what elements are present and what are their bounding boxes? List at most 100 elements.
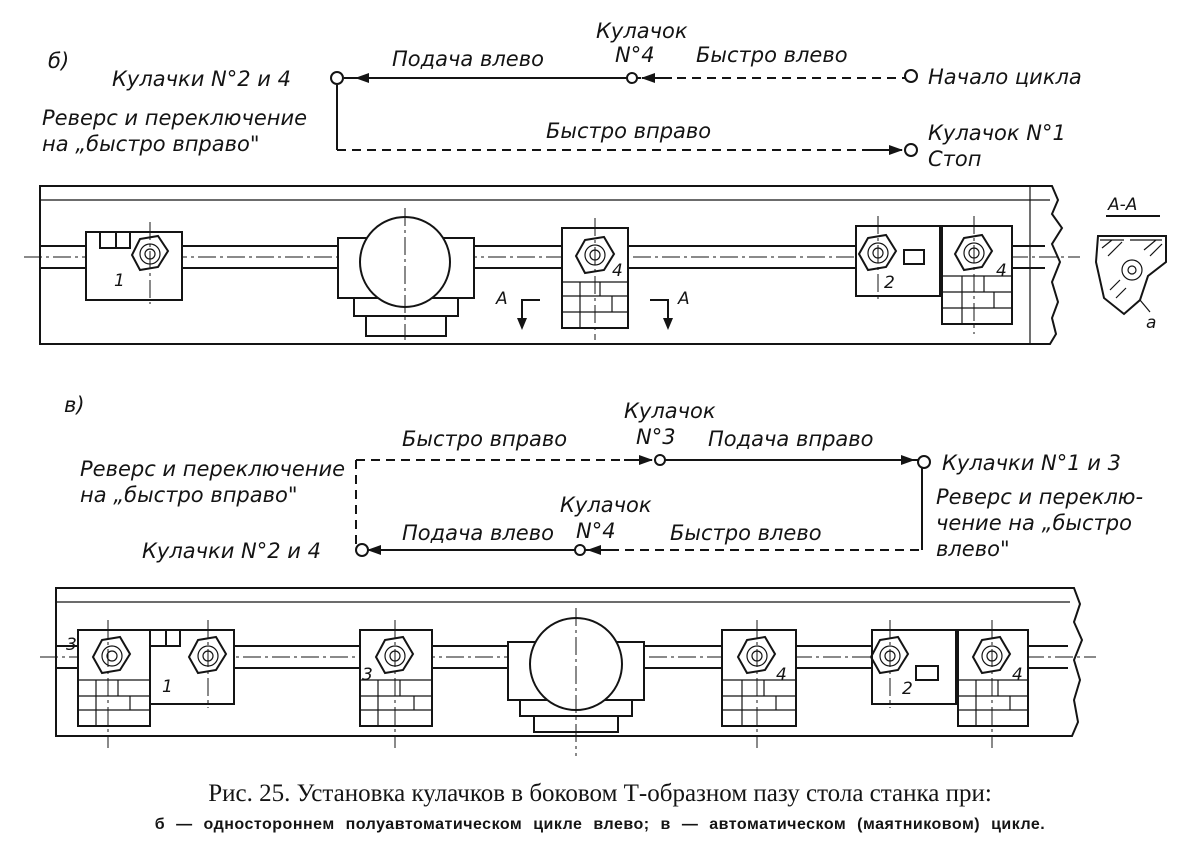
cam-3a-washer — [101, 645, 123, 667]
cam-3b-mark: 3 — [362, 665, 373, 685]
label-reverse-line1: Реверс и переключение — [42, 106, 307, 130]
dial-base-lower — [365, 315, 447, 337]
label-reverse-line2: на „быстро вправо" — [42, 132, 260, 156]
cam-4a-mark: 4 — [612, 261, 623, 281]
panel-v-cycle-scheme: Реверс и переключение на „быстро вправо"… — [80, 399, 1143, 563]
cam-4b-nut-icon — [971, 635, 1012, 675]
dial-housing — [337, 208, 475, 340]
node-cams-2-4 — [355, 543, 369, 557]
panel-b-cycle-scheme: Кулачки N°2 и 4 Подача влево Кулачок N°4… — [42, 19, 1082, 171]
node-cams-1-3 — [917, 455, 931, 469]
label-feed-left: Подача влево — [402, 521, 554, 545]
cam-4b-nut-icon — [953, 233, 994, 272]
section-bolt — [1127, 265, 1137, 275]
label-fast-right: Быстро вправо — [546, 119, 711, 143]
figure-caption-detail: б — одностороннем полуавтоматическом цик… — [154, 816, 1046, 833]
label-cams-2-4: Кулачки N°2 и 4 — [112, 67, 291, 91]
cam-1: 1 — [85, 222, 183, 304]
label-fast-left: Быстро влево — [670, 521, 822, 545]
table-outline — [55, 587, 1084, 737]
label-reverse-left-line2: на „быстро вправо" — [80, 483, 298, 507]
cam-1: 1 — [149, 620, 235, 708]
section-arrow-left-head — [517, 318, 527, 330]
cam-1-tab — [149, 629, 167, 647]
cam-4a-mark: 4 — [776, 665, 787, 685]
label-cams-2-4: Кулачки N°2 и 4 — [142, 539, 321, 563]
section-leader — [1139, 299, 1151, 313]
label-cam3-line1: Кулачок — [624, 399, 716, 423]
section-marker-a: A A — [495, 289, 690, 330]
cam-4-middle: 4 — [721, 620, 797, 748]
cam-1-tab — [99, 231, 117, 249]
node-cam-4 — [626, 72, 638, 84]
cam-4-right: 4 — [941, 216, 1013, 334]
label-stop: Стоп — [928, 147, 981, 171]
node-cycle-start — [904, 69, 918, 83]
cam-installation-diagram: б) Кулачки N°2 и 4 Подача влево Кулачок … — [24, 19, 1167, 756]
label-cams-1-3: Кулачки N°1 и 3 — [942, 451, 1121, 475]
cam-2: 2 — [855, 216, 941, 300]
cam-2-tab — [915, 665, 939, 681]
label-cam3-line2: N°3 — [636, 425, 676, 449]
cam-2-mark: 2 — [902, 679, 913, 699]
cam-1-mark: 1 — [162, 677, 173, 697]
cam-4-right: 4 — [957, 620, 1029, 748]
node-cam-1-stop — [904, 143, 918, 157]
label-reverse-right-line3: влево" — [936, 537, 1010, 561]
panel-v-label: в) — [64, 393, 85, 417]
label-feed-right: Подача вправо — [708, 427, 874, 451]
cam-3a-bolt — [106, 650, 118, 662]
cam-2-body — [855, 225, 941, 297]
node-cam-3 — [654, 454, 666, 466]
label-cam4-line2: N°4 — [615, 43, 655, 67]
label-cam4-line1: Кулачок — [560, 493, 652, 517]
cam-4b-mark: 4 — [1012, 665, 1023, 685]
section-mark-left: A — [495, 289, 508, 309]
section-profile — [1094, 235, 1167, 316]
node-cams-2-4 — [330, 71, 344, 85]
cam-1-tab2 — [115, 231, 131, 249]
label-reverse-left-line1: Реверс и переключение — [80, 457, 345, 481]
node-cam-4 — [574, 544, 586, 556]
cam-3-left: 3 — [66, 620, 151, 748]
label-cam4-line1: Кулачок — [596, 19, 688, 43]
panel-b-table-view: 1 4 — [24, 185, 1080, 345]
cam-2-tab — [903, 249, 925, 265]
cam-2-body — [871, 629, 957, 705]
section-arrow-left — [521, 299, 540, 322]
panel-b: б) Кулачки N°2 и 4 Подача влево Кулачок … — [24, 19, 1167, 345]
section-a-a: А-А а — [1094, 195, 1167, 333]
cam-4b-mark: 4 — [996, 261, 1007, 281]
section-mark-right: A — [677, 289, 690, 309]
label-reverse-right-line2: чение на „быстро — [936, 511, 1132, 535]
section-mark-a: а — [1146, 313, 1156, 333]
cam-4a-nut-icon — [736, 635, 777, 675]
cam-1-mark: 1 — [114, 271, 125, 291]
cam-1-nut-icon — [187, 635, 228, 675]
section-bolt-head — [1121, 259, 1143, 281]
label-fast-right: Быстро вправо — [402, 427, 567, 451]
cam-4-nut-icon — [574, 235, 616, 275]
cam-3a-body — [77, 629, 151, 727]
cam-2: 2 — [869, 620, 957, 708]
cam-2-nut-icon — [869, 635, 910, 675]
figure-caption: Рис. 25. Установка кулачков в боковом Т-… — [208, 780, 992, 807]
section-arrow-right-head — [663, 318, 673, 330]
section-hatching — [1100, 239, 1163, 299]
panel-v-table-view: 3 1 — [40, 587, 1096, 756]
cam-1-nut-icon — [130, 234, 170, 272]
section-arrow-right — [650, 299, 669, 322]
panel-v: в) Реверс и переключение на „быстро впра… — [40, 393, 1143, 756]
section-title: А-А — [1107, 195, 1137, 215]
cam-3a-mark: 3 — [66, 635, 77, 655]
label-reverse-right-line1: Реверс и переклю- — [936, 485, 1143, 509]
cam-1-tab2 — [165, 629, 181, 647]
label-cam4-line2: N°4 — [576, 519, 616, 543]
label-feed-left: Подача влево — [392, 47, 544, 71]
cam-3b-nut-icon — [374, 635, 415, 675]
cam-4-middle: 4 — [561, 218, 629, 340]
label-cam1: Кулачок N°1 — [928, 121, 1066, 145]
table-outline — [39, 185, 1064, 345]
panel-b-label: б) — [48, 49, 69, 73]
label-cycle-start: Начало цикла — [928, 65, 1082, 89]
